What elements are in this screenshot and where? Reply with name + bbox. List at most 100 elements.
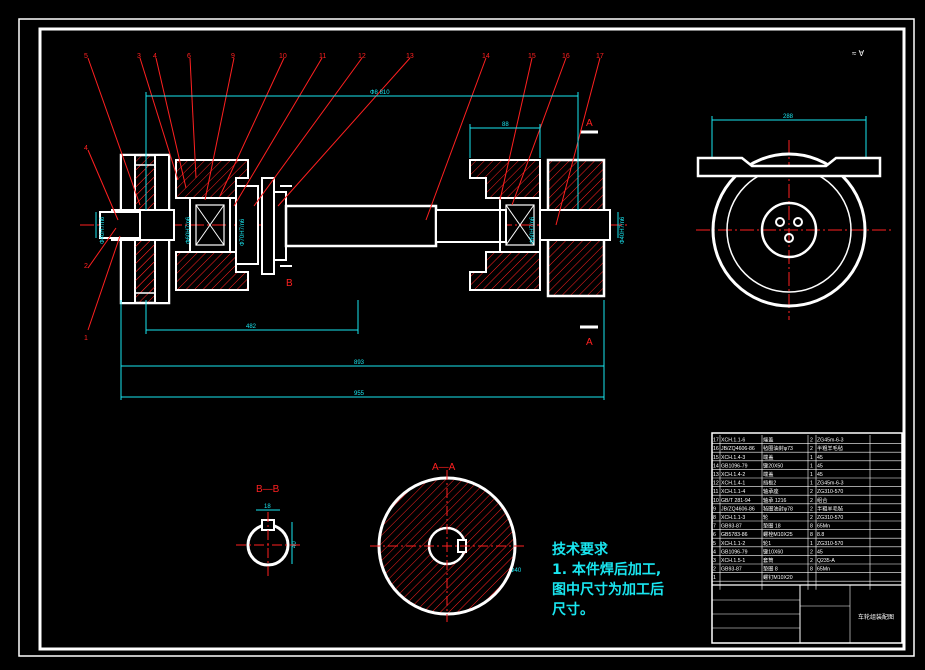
section-label-a-bottom: A: [586, 337, 593, 348]
dim-right-width: 88: [502, 122, 509, 128]
balloon-4b: 4: [84, 145, 88, 152]
bom-cell-material: 半粗羊毛毡: [817, 444, 843, 452]
bom-cell-no: 5: [713, 541, 716, 547]
aa-title: A—A: [432, 462, 456, 473]
bom-cell-no: 7: [713, 524, 716, 530]
bom-cell-name: 毡圈油封φ78: [763, 504, 793, 512]
bom-cell-material: 组合: [817, 496, 828, 504]
outer-frame: [18, 18, 915, 657]
bom-cell-name: 键20X50: [763, 461, 783, 469]
bom-cell-no: 8: [713, 515, 716, 521]
dim-right-d1: Ф60H7/n6: [530, 216, 536, 244]
drawing-name: 车轮组装配图: [858, 613, 894, 621]
bom-cell-name: 端盖: [763, 436, 773, 444]
dim-keyway-depth: 40: [292, 541, 298, 548]
balloon-12: 12: [358, 53, 366, 60]
section-label-b: B: [286, 278, 293, 289]
bom-cell-code: GB/T 281-94: [721, 498, 751, 504]
bom-cell-qty: 2: [810, 446, 813, 452]
bom-cell-material: ZG310-570: [817, 489, 843, 495]
bom-cell-code: XCH.1.1-2: [721, 541, 745, 547]
bom-cell-material: 45: [817, 455, 823, 461]
bom-cell-material: ZG310-570: [817, 515, 843, 521]
bom-cell-no: 11: [713, 489, 718, 495]
bom-cell-code: XCH.1.1-6: [721, 438, 745, 444]
bom-cell-no: 1: [713, 575, 716, 581]
main-assembly-view: A A B: [80, 118, 630, 348]
bom-cell-no: 15: [713, 455, 719, 461]
bom-cell-no: 9: [713, 506, 716, 512]
balloon-5: 5: [84, 53, 88, 60]
dim-overall-1: 893: [354, 360, 365, 366]
side-view: [696, 140, 892, 320]
bom-cell-name: 轴承座: [763, 487, 779, 495]
bom-cell-no: 4: [713, 549, 716, 555]
bom-cell-qty: 1: [810, 541, 813, 547]
section-a-a: A—A: [370, 462, 524, 622]
bom-cell-name: 端盖: [763, 470, 773, 478]
bom-cell-qty: 1: [810, 455, 813, 461]
bom-cell-name: 轮: [763, 513, 768, 521]
bom-cell-code: XCH.1.4-2: [721, 472, 745, 478]
bom-cell-name: 端盖: [763, 453, 773, 461]
right-wheel: [539, 158, 611, 298]
dim-left-d2: Ф60H7/n6: [186, 216, 192, 244]
bom-cell-material: 8.8: [817, 532, 824, 538]
dim-right-d2: Ф40H7/n6: [620, 216, 626, 244]
bom-cell-code: GB5783-86: [721, 532, 748, 538]
bom-cell-code: JB/ZQ4606-86: [721, 506, 755, 512]
bom-cell-material: 65Mn: [817, 567, 830, 573]
bom-cell-qty: 2: [810, 498, 813, 504]
dim-half-span: 482: [246, 324, 257, 330]
bom-cell-code: JB/ZQ4606-86: [721, 446, 755, 452]
balloon-3: 3: [137, 53, 141, 60]
dim-left-d3: Ф70H7/n6: [240, 218, 246, 246]
bom-cell-material: 45: [817, 472, 823, 478]
balloon-4a: 4: [153, 53, 157, 60]
bom-cell-no: 13: [713, 472, 719, 478]
tech-line-1: 1. 本件焊后加工,: [552, 562, 662, 578]
dim-left-d1: Ф40H7/n6: [100, 216, 106, 244]
balloon-2: 2: [84, 263, 88, 270]
bom-cell-qty: 2: [810, 438, 813, 444]
dim-bore: Ф40: [510, 568, 522, 574]
bb-title: B—B: [256, 484, 280, 495]
inner-frame: [38, 27, 906, 651]
section-label-a-top: A: [586, 118, 593, 129]
dim-overall-2: 955: [354, 391, 365, 397]
bom-cell-name: 轮1: [763, 539, 771, 547]
bom-cell-code: XCH.1.5-1: [721, 558, 745, 564]
bom-cell-name: 毡圈油封φ73: [763, 444, 793, 452]
bom-cell-qty: 8: [810, 567, 813, 573]
balloon-16: 16: [562, 53, 570, 60]
bom-cell-no: 14: [713, 463, 719, 469]
bom-cell-name: 垫圈 8: [763, 565, 778, 573]
technical-requirements: 技术要求 1. 本件焊后加工, 图中尺寸为加工后 尺寸。: [552, 540, 664, 620]
bom-cell-name: 套筒: [763, 556, 773, 564]
bom-cell-qty: 2: [810, 549, 813, 555]
bom-cell-code: GB93-87: [721, 567, 742, 573]
bom-cell-qty: 8: [810, 532, 813, 538]
bom-cell-qty: 1: [810, 463, 813, 469]
bom-cell-name: 螺栓M10X25: [763, 530, 793, 538]
bom-cell-material: ZG45m-6-3: [817, 481, 844, 487]
bom-cell-qty: 2: [810, 515, 813, 521]
bom-cell-name: 垫圈 18: [763, 522, 781, 530]
section-b-b: B—B: [236, 484, 300, 578]
balloon-1: 1: [84, 335, 88, 342]
left-bearing-housing: [175, 159, 259, 291]
balloon-6: 6: [187, 53, 191, 60]
bom-cell-material: 半粗羊毛毡: [817, 504, 843, 512]
bom-cell-no: 12: [713, 481, 719, 487]
bom-cell-no: 17: [713, 438, 719, 444]
bom-cell-qty: 2: [810, 558, 813, 564]
bom-cell-no: 2: [713, 567, 716, 573]
bom-cell-no: 16: [713, 446, 719, 452]
bom-cell-code: XCH.1.1-3: [721, 515, 745, 521]
tech-heading: 技术要求: [552, 542, 608, 558]
bom-cell-no: 6: [713, 532, 716, 538]
leader-lines: [87, 57, 601, 331]
balloon-17: 17: [596, 53, 604, 60]
bom-cell-name: 挡板2: [763, 479, 776, 487]
